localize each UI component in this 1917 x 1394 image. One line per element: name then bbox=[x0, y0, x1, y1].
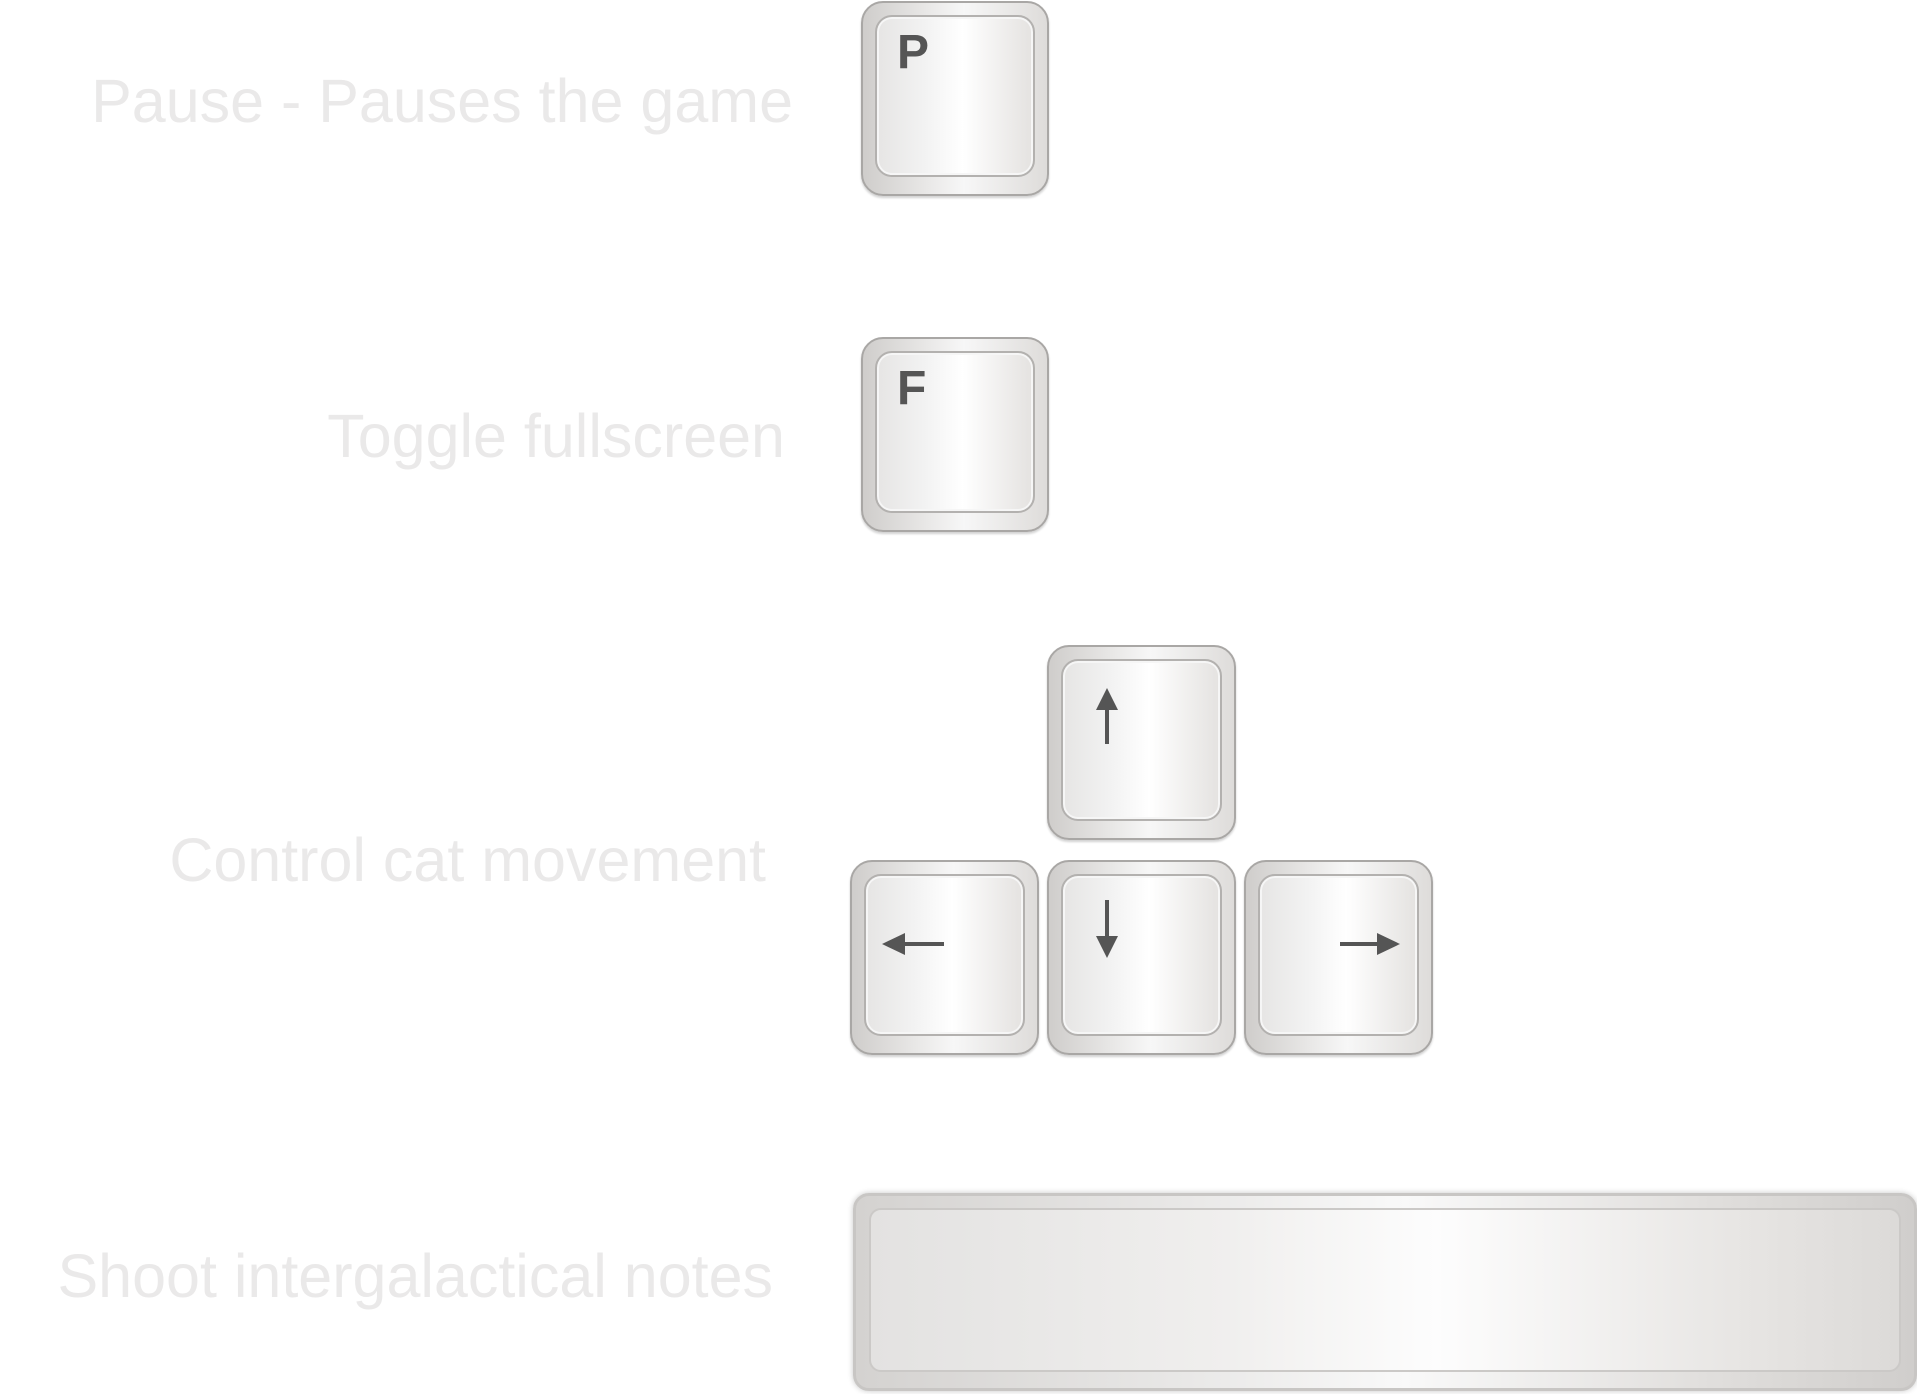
fullscreen-label: Toggle fullscreen bbox=[327, 402, 785, 470]
arrow-up-icon bbox=[1096, 688, 1118, 744]
f-key-letter: F bbox=[897, 362, 927, 415]
movement-label: Control cat movement bbox=[169, 826, 766, 894]
arrow-right-icon bbox=[1340, 933, 1400, 955]
space-key-face bbox=[869, 1208, 1901, 1372]
arrow-left-icon bbox=[882, 933, 944, 955]
arrow-down-icon bbox=[1096, 900, 1118, 958]
arrow-right-key-face bbox=[1258, 874, 1419, 1036]
space-key[interactable] bbox=[853, 1193, 1917, 1391]
pause-label: Pause - Pauses the game bbox=[91, 67, 793, 135]
p-key-letter: P bbox=[897, 26, 930, 79]
arrow-up-key[interactable] bbox=[1047, 645, 1236, 840]
shoot-label: Shoot intergalactical notes bbox=[57, 1242, 774, 1310]
p-key[interactable]: P bbox=[861, 1, 1049, 196]
arrow-left-key[interactable] bbox=[850, 860, 1039, 1055]
arrow-left-key-face bbox=[864, 874, 1025, 1036]
arrow-down-key-face bbox=[1061, 874, 1222, 1036]
arrow-up-key-face bbox=[1061, 659, 1222, 821]
f-key[interactable]: F bbox=[861, 337, 1049, 532]
f-key-face bbox=[875, 351, 1035, 513]
p-key-face bbox=[875, 15, 1035, 177]
arrow-down-key[interactable] bbox=[1047, 860, 1236, 1055]
arrow-right-key[interactable] bbox=[1244, 860, 1433, 1055]
